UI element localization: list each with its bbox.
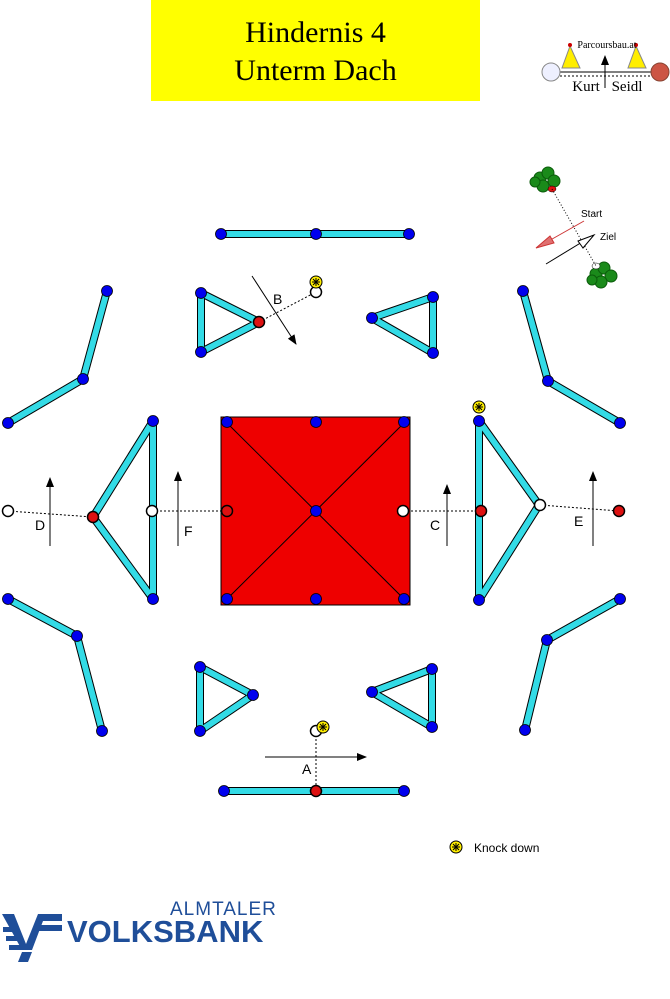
title-line-2: Unterm Dach xyxy=(234,54,397,87)
start-arrow-icon xyxy=(535,235,555,249)
logo-name-left: Kurt xyxy=(572,79,600,95)
label-e: E xyxy=(574,513,583,529)
flag-right-icon xyxy=(627,44,647,69)
label-f: F xyxy=(184,523,193,539)
arrow-b xyxy=(251,275,297,345)
finish-arrow-icon xyxy=(577,233,596,249)
label-b: B xyxy=(273,291,282,307)
flag-left-icon xyxy=(561,44,581,69)
knock-down-icon xyxy=(309,275,323,289)
logo-url: Parcoursbau.at xyxy=(577,40,636,51)
tree-bottom-icon xyxy=(586,261,618,289)
knock-down-icon xyxy=(316,720,330,734)
label-c: C xyxy=(430,517,440,533)
sponsor-line-2: VOLKSBANK xyxy=(67,914,264,949)
title-box: Hindernis 4 Unterm Dach xyxy=(151,0,480,101)
start-finish-map: Start Ziel xyxy=(529,166,618,289)
start-label: Start xyxy=(581,209,602,220)
dotted-lines xyxy=(7,291,620,791)
title-line-1: Hindernis 4 xyxy=(245,16,386,49)
legend-knock-down-label: Knock down xyxy=(474,841,539,855)
legend: Knock down xyxy=(449,840,539,855)
volksbank-logo: ALMTALER VOLKSBANK xyxy=(2,899,277,962)
tree-top-icon xyxy=(529,166,561,193)
white-ball-icon xyxy=(541,62,561,82)
label-d: D xyxy=(35,517,45,533)
blue-posts xyxy=(2,228,626,797)
label-a: A xyxy=(302,761,312,777)
gate-posts xyxy=(1,285,626,798)
logo-name-right: Seidl xyxy=(612,79,643,95)
volksbank-emblem-icon xyxy=(2,914,62,962)
red-ball-icon xyxy=(650,62,670,82)
parcoursbau-logo: Parcoursbau.at Kurt Seidl xyxy=(541,40,670,95)
finish-post-white xyxy=(591,262,601,270)
knock-down-icon xyxy=(472,400,486,414)
direction-arrows xyxy=(46,275,597,761)
sponsor-line-1: ALMTALER xyxy=(170,899,277,920)
finish-label: Ziel xyxy=(600,232,616,243)
knock-down-icon xyxy=(449,840,463,854)
